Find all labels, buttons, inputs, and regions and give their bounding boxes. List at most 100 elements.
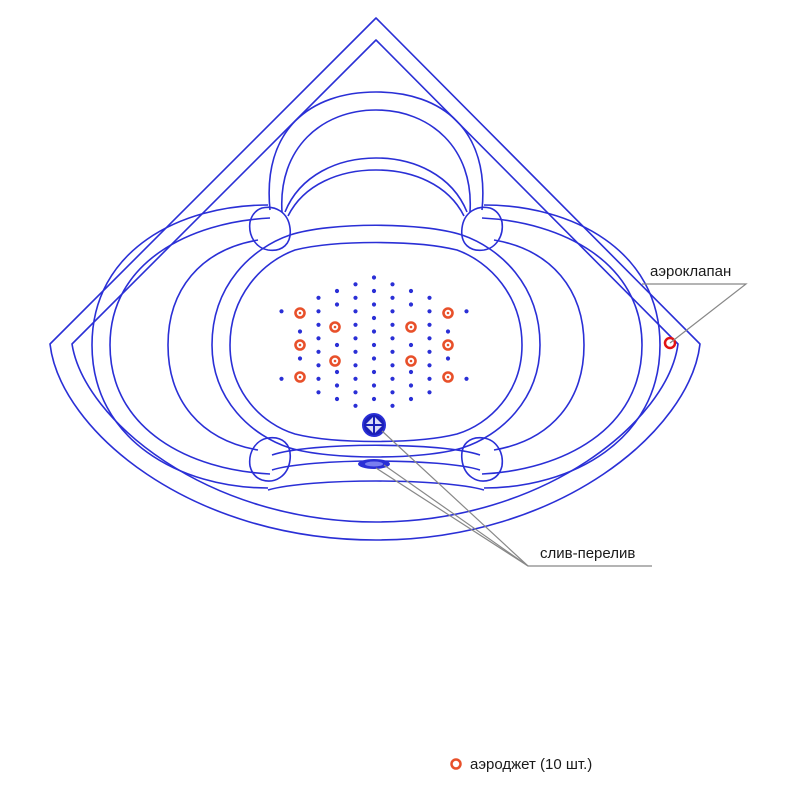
headrest-back-seat-2 (287, 169, 465, 217)
knuckle-top-right (460, 206, 504, 252)
massage-dot (353, 349, 358, 354)
massage-dot (297, 356, 303, 361)
massage-dot (427, 309, 432, 314)
air-jet-icon (442, 339, 454, 351)
massage-dots (279, 275, 469, 408)
massage-dot (390, 349, 395, 354)
massage-dot (408, 396, 414, 402)
massage-dot (334, 302, 340, 307)
massage-dot (371, 315, 377, 321)
massage-dot (279, 376, 284, 381)
massage-dot (353, 363, 358, 368)
massage-dot (408, 369, 414, 375)
massage-dot (334, 342, 340, 348)
air-jet-icon (442, 371, 454, 383)
massage-dot (427, 363, 432, 368)
massage-dot (408, 383, 414, 388)
massage-dot (390, 309, 395, 314)
air-jet-center (333, 359, 337, 363)
massage-dot (371, 288, 377, 294)
massage-dot (390, 322, 395, 327)
basin-outline (211, 224, 541, 458)
massage-dot (353, 336, 358, 341)
massage-dot (464, 376, 469, 381)
air-jet-center (446, 375, 450, 379)
front-step-1 (271, 444, 481, 456)
massage-dot (316, 363, 321, 368)
leader-air-valve (642, 283, 748, 344)
air-jet-center (409, 359, 413, 363)
massage-dot (353, 390, 358, 395)
massage-dot (279, 309, 284, 314)
massage-dot (408, 342, 414, 348)
massage-dot (334, 288, 340, 294)
air-jet-icon (450, 758, 462, 770)
air-jet-icon (329, 321, 341, 333)
massage-dot (353, 309, 358, 314)
air-jet-center (298, 311, 302, 315)
knuckle-bottom-right (460, 436, 504, 482)
air-jet-icon (294, 307, 306, 319)
massage-dot (390, 390, 395, 395)
headrest-back-inner (281, 109, 471, 213)
massage-dot (353, 322, 358, 327)
air-jet-icon (294, 371, 306, 383)
headrest-back-seat (284, 157, 468, 213)
massage-dot (427, 390, 432, 395)
basin-floor (229, 241, 523, 443)
air-valve-label: аэроклапан (650, 263, 731, 280)
massage-dot (390, 403, 395, 408)
massage-dot (427, 376, 432, 381)
massage-dot (427, 295, 432, 300)
lobe-left-inner (109, 217, 271, 475)
massage-dot (316, 349, 321, 354)
massage-dot (390, 363, 395, 368)
leader-lines (375, 283, 748, 567)
massage-dot (445, 356, 451, 361)
legend-air-jet-label: аэроджет (10 шт.) (470, 756, 592, 773)
massage-dot (390, 282, 395, 287)
massage-dot (334, 396, 340, 402)
lobe-right-outer (483, 204, 661, 489)
massage-dot (316, 376, 321, 381)
massage-dot (316, 390, 321, 395)
air-valve-icon (663, 336, 677, 350)
knuckle-top-left (248, 206, 292, 252)
massage-dot (371, 369, 377, 375)
legend: аэроджет (10 шт.) (450, 756, 592, 773)
massage-dot (371, 302, 377, 307)
massage-dot (408, 288, 414, 294)
massage-dot (464, 309, 469, 314)
overflow-icon (358, 459, 390, 469)
massage-dot (371, 356, 377, 361)
massage-dot (371, 396, 377, 402)
massage-dot (316, 322, 321, 327)
air-jet-center (446, 343, 450, 347)
massage-dot (390, 376, 395, 381)
tub-outline (49, 17, 701, 541)
front-step-3 (267, 480, 485, 491)
massage-dot (353, 282, 358, 287)
massage-dot (427, 349, 432, 354)
massage-dot (353, 376, 358, 381)
air-jet-icon (405, 321, 417, 333)
massage-dot (371, 275, 377, 280)
tub-outer-edge (49, 17, 701, 541)
massage-dot (390, 336, 395, 341)
lobe-right-inner (481, 217, 643, 475)
massage-dot (297, 329, 303, 334)
massage-dot (427, 336, 432, 341)
massage-dot (371, 342, 377, 348)
massage-dot (353, 403, 358, 408)
leader-drain-3 (375, 467, 529, 567)
air-jet-icon (294, 339, 306, 351)
air-jet-icon (329, 355, 341, 367)
massage-dot (316, 309, 321, 314)
massage-dot (390, 295, 395, 300)
drain-label: слив-перелив (540, 545, 635, 562)
massage-dot (445, 329, 451, 334)
massage-dot (371, 383, 377, 388)
massage-dot (353, 295, 358, 300)
air-jet-center (333, 325, 337, 329)
